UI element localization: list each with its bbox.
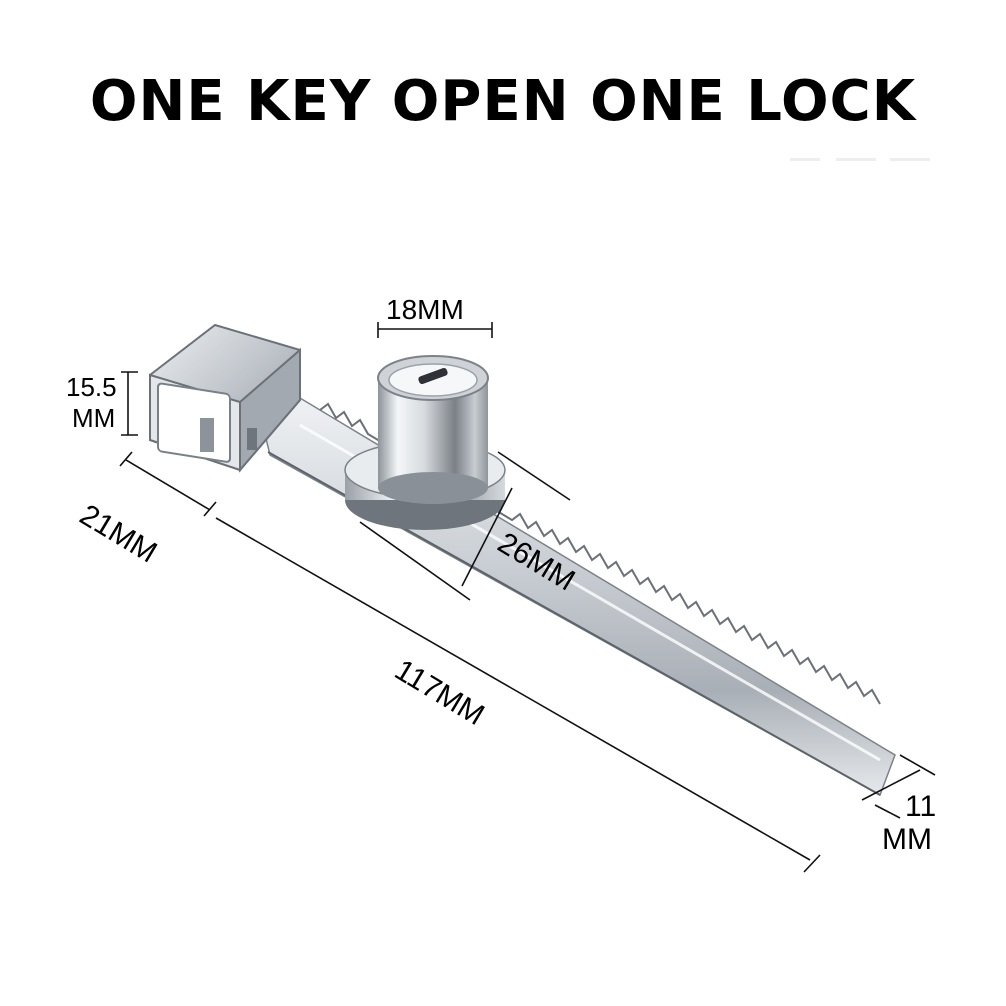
- label-bar-width-value: 11: [905, 790, 937, 823]
- lock-cylinder: [377, 355, 489, 504]
- label-cylinder-diameter: 18MM: [386, 294, 464, 325]
- label-housing-height-unit: MM: [72, 403, 116, 433]
- keyhole-icon: [418, 367, 448, 385]
- label-housing-height-value: 15.5: [66, 372, 117, 402]
- headline-shadow: [790, 158, 930, 161]
- ratchet-bar: [250, 378, 896, 797]
- dimension-lines: [119, 322, 936, 873]
- ratchet-teeth: [319, 402, 881, 705]
- square-housing: [149, 323, 301, 473]
- label-bar-width-unit: MM: [882, 823, 932, 856]
- headline: ONE KEY OPEN ONE LOCK: [89, 69, 917, 134]
